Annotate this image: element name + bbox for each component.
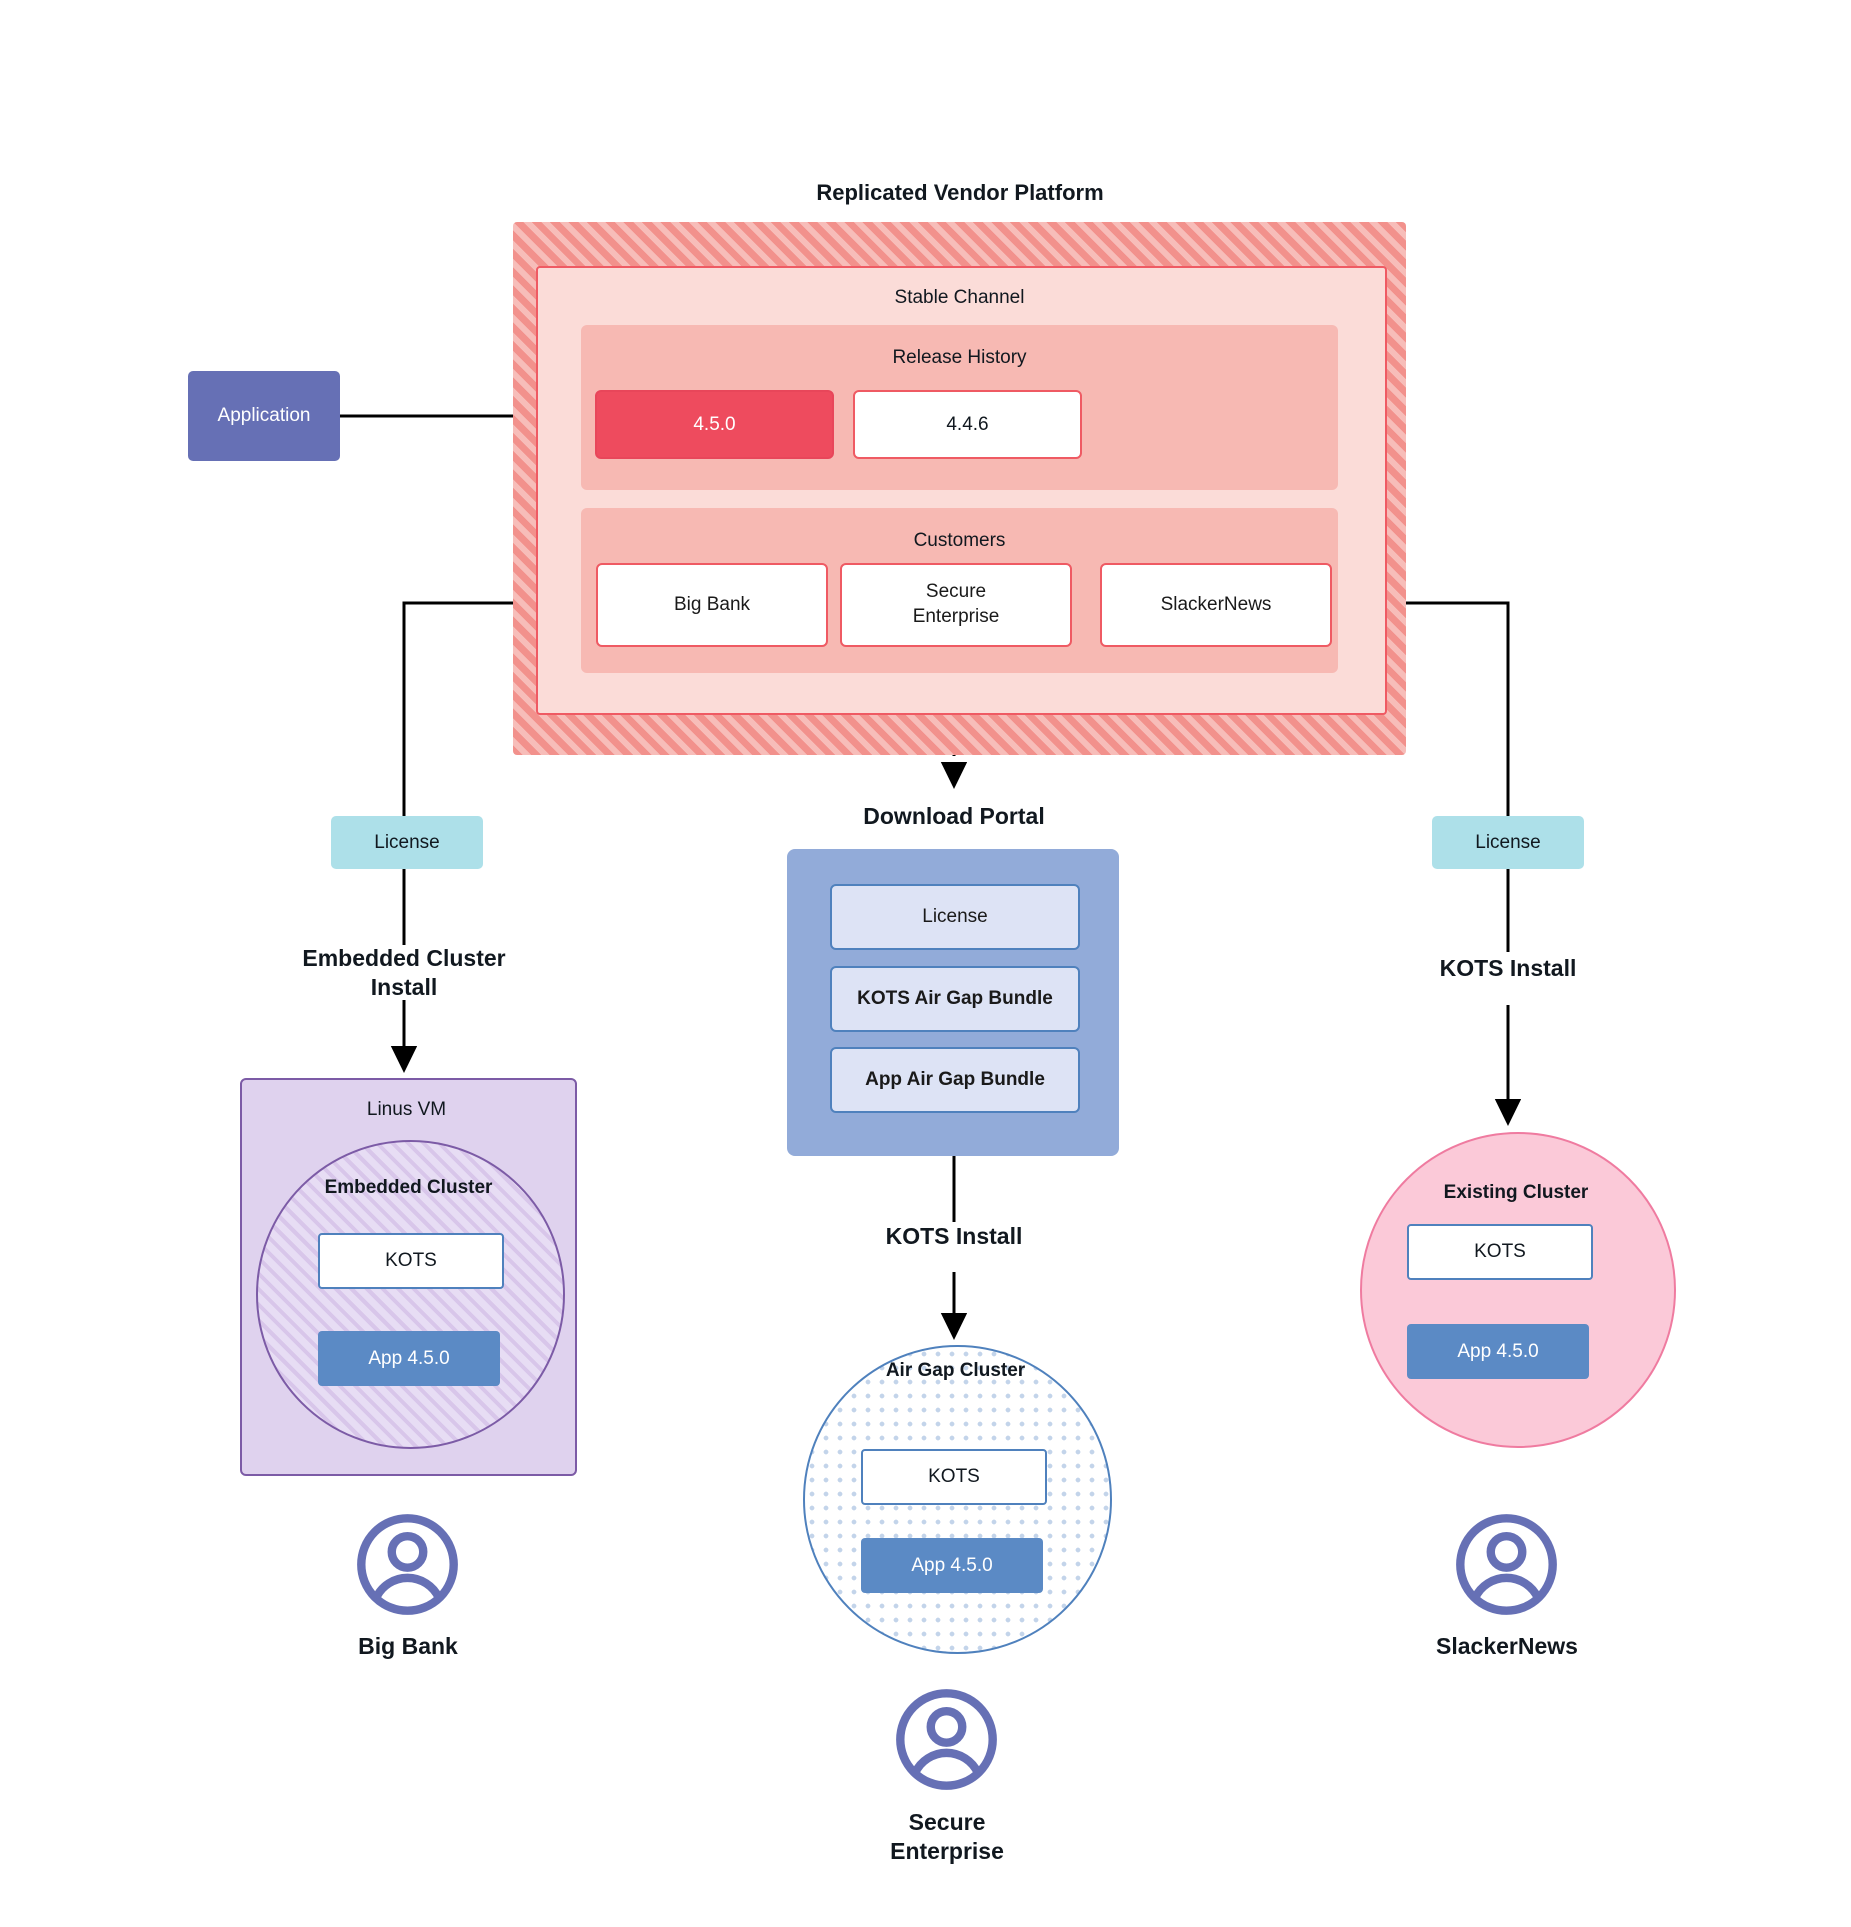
app-box-airgap[interactable]: App 4.5.0 (861, 1538, 1043, 1593)
customer-name-big-bank: Big Bank (358, 1633, 458, 1659)
user-icon (357, 1514, 458, 1615)
customer-name-secure-enterprise: Secure Enterprise (890, 1809, 1004, 1864)
license-box-right[interactable]: License (1432, 816, 1584, 869)
kots-box-airgap[interactable]: KOTS (861, 1449, 1047, 1505)
customer-name-slackernews: SlackerNews (1436, 1633, 1578, 1659)
air-gap-cluster-title: Air Gap Cluster (885, 1360, 1026, 1381)
existing-cluster-container (1360, 1132, 1676, 1448)
portal-item-app-air-gap-bundle[interactable]: App Air Gap Bundle (830, 1047, 1080, 1113)
customers-title: Customers (913, 530, 1006, 551)
portal-item-kots-air-gap-bundle[interactable]: KOTS Air Gap Bundle (830, 966, 1080, 1032)
release-card-previous[interactable]: 4.4.6 (853, 390, 1082, 459)
avatar-slackernews (1454, 1512, 1559, 1622)
application-box[interactable]: Application (188, 371, 340, 461)
customer-card-slackernews[interactable]: SlackerNews (1100, 563, 1332, 647)
user-icon (896, 1689, 997, 1790)
app-box-existing[interactable]: App 4.5.0 (1407, 1324, 1589, 1379)
linux-vm-title: Linus VM (366, 1099, 447, 1120)
avatar-secure-enterprise (894, 1687, 999, 1797)
app-box-embedded[interactable]: App 4.5.0 (318, 1331, 500, 1386)
customer-card-big-bank[interactable]: Big Bank (596, 563, 828, 647)
avatar-big-bank (355, 1512, 460, 1622)
release-card-current[interactable]: 4.5.0 (595, 390, 834, 459)
embedded-cluster-install-label: Embedded Cluster Install (302, 945, 506, 1000)
kots-box-existing[interactable]: KOTS (1407, 1224, 1593, 1280)
stable-channel-title: Stable Channel (894, 287, 1025, 308)
license-box-left[interactable]: License (331, 816, 483, 869)
embedded-cluster-title: Embedded Cluster (324, 1177, 493, 1198)
user-icon (1456, 1514, 1557, 1615)
customer-card-secure-enterprise[interactable]: Secure Enterprise (840, 563, 1072, 647)
release-history-title: Release History (892, 347, 1027, 368)
diagram-title: Replicated Vendor Platform (816, 180, 1104, 205)
download-portal-title: Download Portal (863, 802, 1045, 829)
existing-cluster-title: Existing Cluster (1443, 1182, 1589, 1203)
portal-item-license[interactable]: License (830, 884, 1080, 950)
middle-kots-install-label: KOTS Install (885, 1222, 1023, 1249)
kots-box-embedded[interactable]: KOTS (318, 1233, 504, 1289)
right-kots-install-label: KOTS Install (1439, 954, 1577, 981)
embedded-cluster-container (256, 1140, 565, 1449)
